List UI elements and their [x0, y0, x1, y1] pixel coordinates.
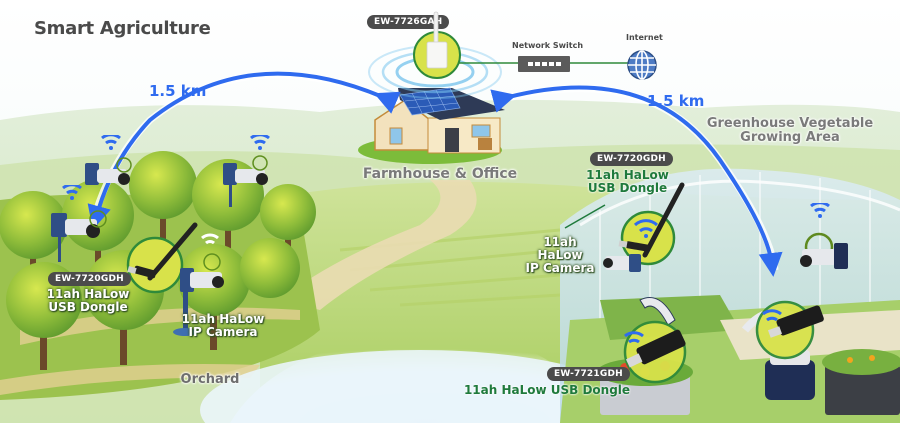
- greenhouse-area-label: Greenhouse Vegetable Growing Area: [695, 116, 885, 146]
- access-point-icon: [413, 11, 461, 79]
- orchard-dongle-label-line1: 11ah HaLow: [46, 287, 130, 301]
- internet-label: Internet: [626, 33, 663, 42]
- greenhouse-usb-dongle-icon-1: [623, 320, 687, 384]
- greenhouse-camera-label-line2: IP Camera: [525, 261, 595, 276]
- access-point-model-tag: EW-7726GAH: [367, 15, 450, 29]
- orchard-camera-label-line1: 11ah HaLow: [181, 312, 265, 326]
- greenhouse-dongle-label: 11ah HaLow USB Dongle: [585, 168, 670, 196]
- page-title: Smart Agriculture: [34, 18, 211, 39]
- orchard-dongle-label-line2: USB Dongle: [48, 300, 128, 315]
- greenhouse-dongle-label-line1: 11ah HaLow: [586, 168, 669, 182]
- greenhouse-camera-icon: [800, 203, 848, 269]
- greenhouse-usb-dongle-label: 11ah HaLow USB Dongle: [463, 383, 631, 397]
- greenhouse-dongle-model-tag: EW-7720GDH: [590, 152, 673, 166]
- orchard-dongle-model-tag: EW-7720GDH: [48, 272, 131, 286]
- orchard-camera-icon-2: [223, 135, 270, 207]
- orchard-camera-label: 11ah HaLow IP Camera: [178, 312, 268, 340]
- greenhouse-usb-dongle-antenna-icon: [603, 182, 685, 272]
- orchard-distance-label: 1.5 km: [149, 82, 207, 100]
- greenhouse-area-label-line2: Growing Area: [740, 130, 840, 146]
- greenhouse-area-label-line1: Greenhouse Vegetable: [706, 116, 874, 131]
- orchard-camera-icon-3: [51, 185, 107, 262]
- greenhouse-link-arrow: [490, 85, 783, 277]
- orchard-usb-dongle-icon: [126, 222, 224, 336]
- farmhouse-label: Farmhouse & Office: [362, 166, 518, 182]
- globe-icon: [627, 50, 657, 80]
- greenhouse-camera-label: 11ah HaLow IP Camera: [520, 235, 600, 276]
- orchard-area-label: Orchard: [180, 372, 240, 387]
- orchard-dongle-label: 11ah HaLow USB Dongle: [38, 287, 138, 315]
- greenhouse-usb-dongle-icon-2: [755, 300, 824, 360]
- orchard-camera-label-line2: IP Camera: [188, 325, 258, 340]
- greenhouse-camera-label-line1: 11ah HaLow: [537, 235, 583, 263]
- orchard-camera-icon-1: [85, 135, 132, 185]
- greenhouse-distance-label: 1.5 km: [647, 92, 705, 110]
- greenhouse-usb-dongle-model-tag: EW-7721GDH: [547, 367, 630, 381]
- network-switch-icon: [518, 56, 570, 72]
- network-switch-label: Network Switch: [512, 41, 584, 50]
- greenhouse-dongle-label-line2: USB Dongle: [587, 181, 668, 196]
